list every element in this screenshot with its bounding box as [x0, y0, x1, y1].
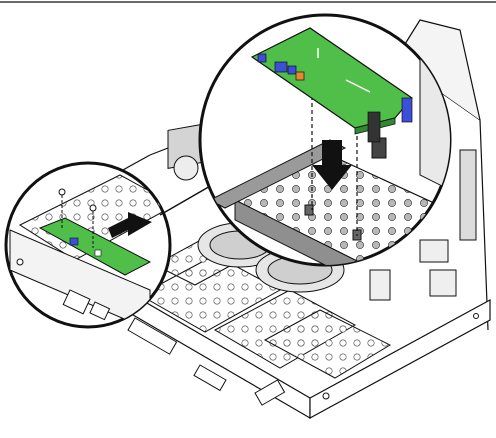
riser-board	[250, 27, 413, 143]
left-arrow-icon	[108, 212, 152, 238]
screw-icon	[58, 188, 97, 248]
front-bezel	[18, 261, 479, 406]
detail-callout-right	[198, 13, 452, 267]
orange-connector	[295, 71, 305, 81]
drive-bay-3	[263, 309, 392, 379]
callout-leader	[159, 184, 213, 216]
detail-callout-left	[4, 161, 172, 329]
small-riser-board	[38, 217, 152, 276]
blue-connector	[274, 61, 288, 73]
down-arrow-icon	[312, 140, 352, 190]
rear-components	[369, 149, 477, 301]
